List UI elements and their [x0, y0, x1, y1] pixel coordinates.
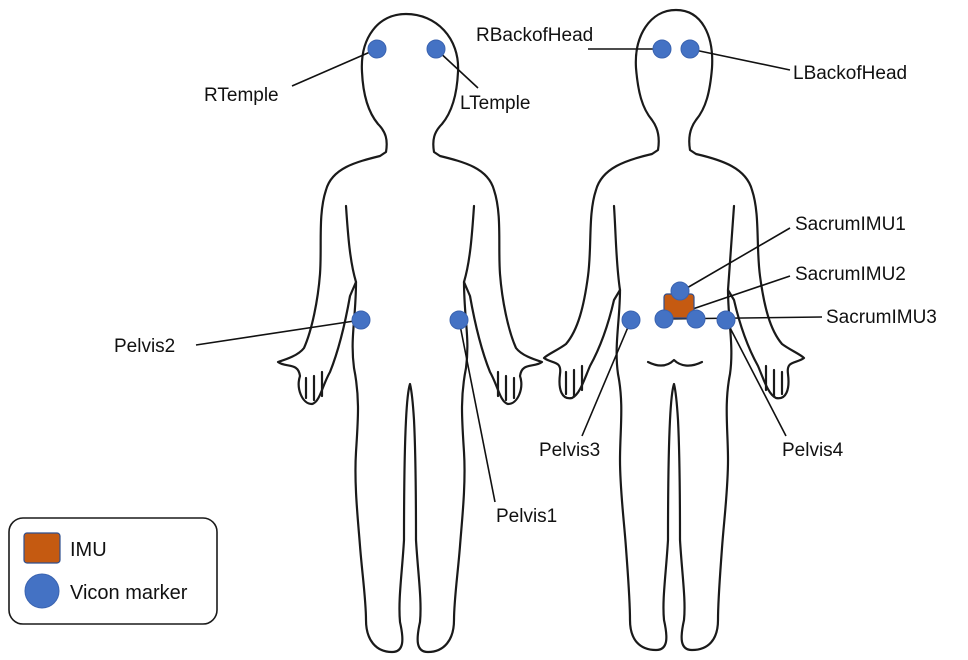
marker-sacrumimu2: [655, 310, 673, 328]
label-rtemple: RTemple: [204, 85, 279, 106]
marker-pelvis1: [450, 311, 468, 329]
marker-sacrumimu1: [671, 282, 689, 300]
leader-lbackofhead: [690, 49, 790, 70]
back-body-outline: [544, 10, 804, 650]
marker-sacrumimu3: [687, 310, 705, 328]
label-lbackofhead: LBackofHead: [793, 63, 907, 84]
back-body-figure: [544, 10, 804, 650]
vicon-markers: [352, 40, 735, 329]
marker-lbackofhead: [681, 40, 699, 58]
label-rbackofhead: RBackofHead: [476, 25, 593, 46]
back-inner-arm-lines: [614, 206, 734, 290]
imu-legend-swatch: [24, 533, 60, 563]
leader-pelvis2: [196, 320, 361, 345]
marker-pelvis4: [717, 311, 735, 329]
vicon-marker-legend-icon: [25, 574, 59, 608]
marker-pelvis3: [622, 311, 640, 329]
marker-labels: RTemple LTemple RBackofHead LBackofHead …: [114, 25, 937, 527]
label-sacrumimu1: SacrumIMU1: [795, 214, 906, 235]
leader-pelvis3: [582, 320, 631, 436]
back-buttock-line: [648, 360, 702, 366]
label-sacrumimu2: SacrumIMU2: [795, 264, 906, 285]
label-pelvis1: Pelvis1: [496, 506, 557, 527]
label-pelvis3: Pelvis3: [539, 440, 600, 461]
marker-rtemple: [368, 40, 386, 58]
label-sacrumimu3: SacrumIMU3: [826, 307, 937, 328]
front-inner-arm-lines: [346, 206, 474, 282]
leader-rtemple: [292, 49, 377, 86]
legend: IMU Vicon marker: [9, 518, 217, 624]
legend-imu-label: IMU: [70, 539, 107, 561]
label-ltemple: LTemple: [460, 93, 530, 114]
marker-pelvis2: [352, 311, 370, 329]
marker-rbackofhead: [653, 40, 671, 58]
marker-ltemple: [427, 40, 445, 58]
legend-marker-label: Vicon marker: [70, 582, 188, 604]
label-pelvis2: Pelvis2: [114, 336, 175, 357]
label-pelvis4: Pelvis4: [782, 440, 844, 461]
